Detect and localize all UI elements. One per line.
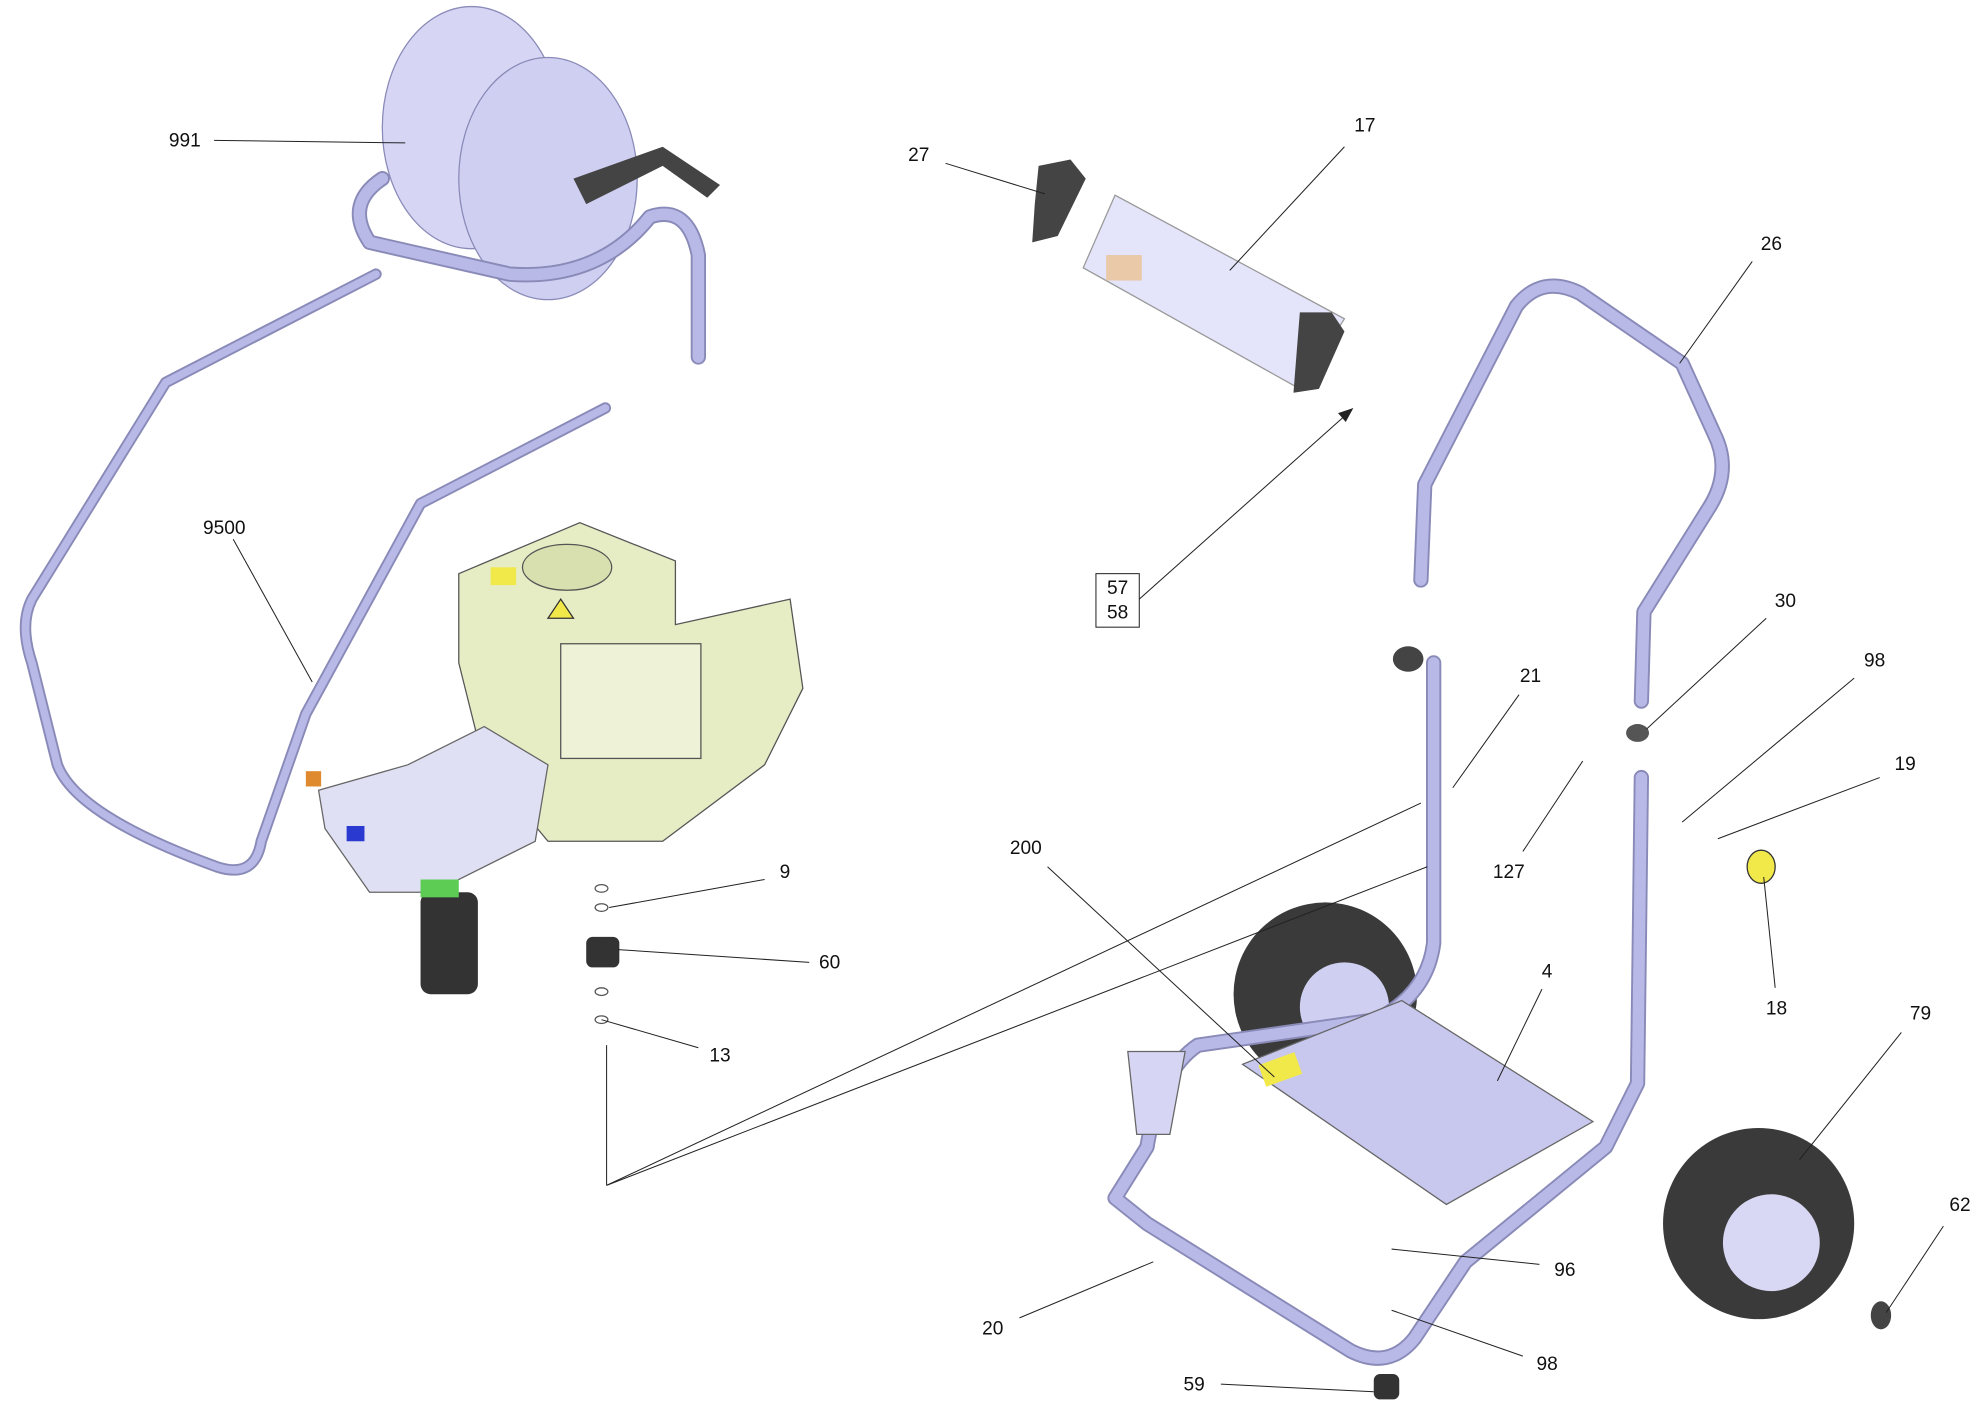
part-number-18: 18	[1766, 999, 1787, 1020]
leader-line	[601, 1019, 699, 1049]
grip-right	[1293, 312, 1345, 393]
leader-line	[1885, 1225, 1944, 1314]
part-number-19: 19	[1895, 754, 1916, 775]
chassis	[1107, 646, 1892, 1400]
leader-line	[1679, 261, 1753, 364]
leader-line	[618, 949, 810, 963]
part-number-200: 200	[1010, 838, 1042, 859]
part-number-4: 4	[1542, 962, 1553, 983]
leader-line	[606, 866, 1428, 1186]
callout-57-58: 57 58	[1095, 407, 1354, 628]
leader-line	[1019, 1261, 1154, 1319]
leader-line	[1229, 146, 1345, 271]
leader-line	[609, 878, 765, 909]
leader-line	[1220, 1383, 1374, 1393]
part-number-9500: 9500	[203, 518, 246, 539]
part-number-127: 127	[1493, 862, 1525, 883]
part-number-20: 20	[982, 1318, 1003, 1339]
part-number-26: 26	[1761, 234, 1782, 255]
leader-line	[1496, 988, 1543, 1082]
part-number-13: 13	[709, 1046, 730, 1067]
mount-parts	[586, 883, 620, 1025]
leader-line	[945, 162, 1046, 195]
leader-line	[1047, 866, 1275, 1078]
leader-line	[232, 538, 313, 683]
cap-18	[1746, 849, 1776, 884]
callout-label: 58	[1107, 602, 1128, 623]
leader-line	[1798, 1032, 1902, 1161]
part-number-79: 79	[1910, 1004, 1931, 1025]
leader-line	[1717, 777, 1880, 840]
leader-line	[606, 802, 1422, 1186]
engine	[305, 521, 804, 995]
part-number-30: 30	[1775, 591, 1796, 612]
part-number-27: 27	[908, 145, 929, 166]
part-number-9: 9	[780, 862, 791, 883]
leader-line	[1391, 1248, 1540, 1265]
part-number-96: 96	[1554, 1260, 1575, 1281]
leader-line	[1522, 760, 1584, 852]
part-number-98: 98	[1536, 1354, 1557, 1375]
upper-handle-26	[1413, 278, 1730, 709]
leader-line	[1452, 694, 1520, 789]
handle-cover	[1032, 159, 1346, 393]
part-number-98: 98	[1864, 651, 1885, 672]
base-plate	[1241, 999, 1595, 1206]
grip-left	[1032, 159, 1086, 243]
crank-handle	[573, 146, 721, 205]
part-number-17: 17	[1354, 115, 1375, 136]
leader-line	[1763, 876, 1776, 988]
frame-9500	[19, 268, 612, 876]
leader-arrow	[1138, 410, 1352, 600]
part-number-991: 991	[169, 131, 201, 152]
leader-line	[214, 139, 406, 144]
leader-line	[1391, 1309, 1524, 1357]
leader-line	[1646, 617, 1767, 730]
hose-reel	[351, 5, 721, 365]
part-number-21: 21	[1520, 666, 1541, 687]
part-number-59: 59	[1183, 1375, 1204, 1396]
part-number-60: 60	[819, 953, 840, 974]
callout-label: 57	[1107, 578, 1128, 599]
leader-line	[1681, 677, 1855, 823]
part-number-62: 62	[1949, 1195, 1970, 1216]
